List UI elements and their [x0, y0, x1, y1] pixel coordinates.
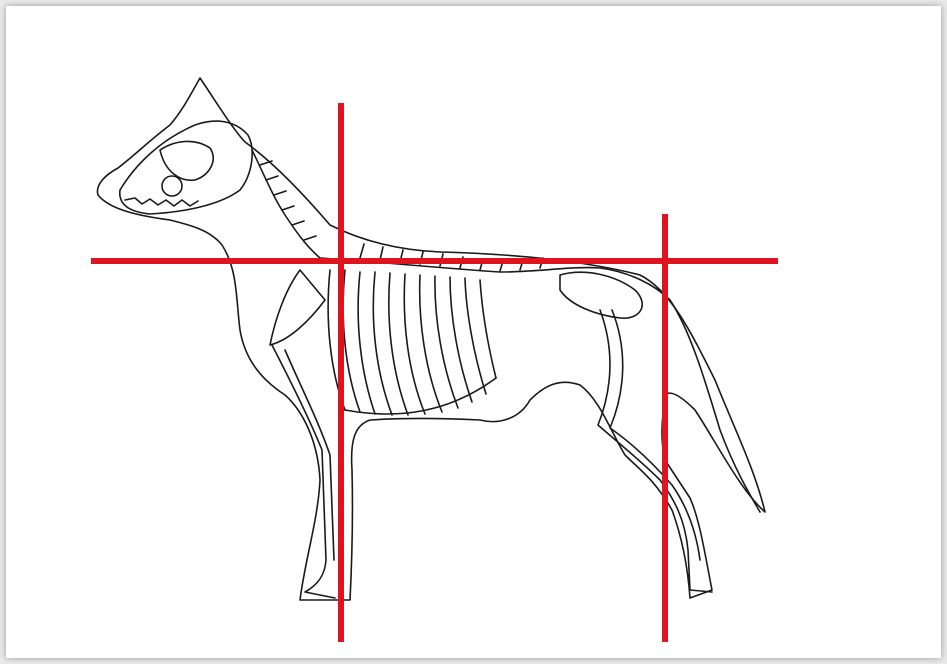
foreleg-bones — [272, 345, 335, 598]
tail-vertebrae — [670, 300, 760, 512]
ribcage — [328, 270, 496, 415]
spine — [320, 258, 670, 300]
cervical-vertebrae — [252, 150, 320, 258]
skull — [120, 121, 252, 214]
scapula — [270, 270, 325, 345]
